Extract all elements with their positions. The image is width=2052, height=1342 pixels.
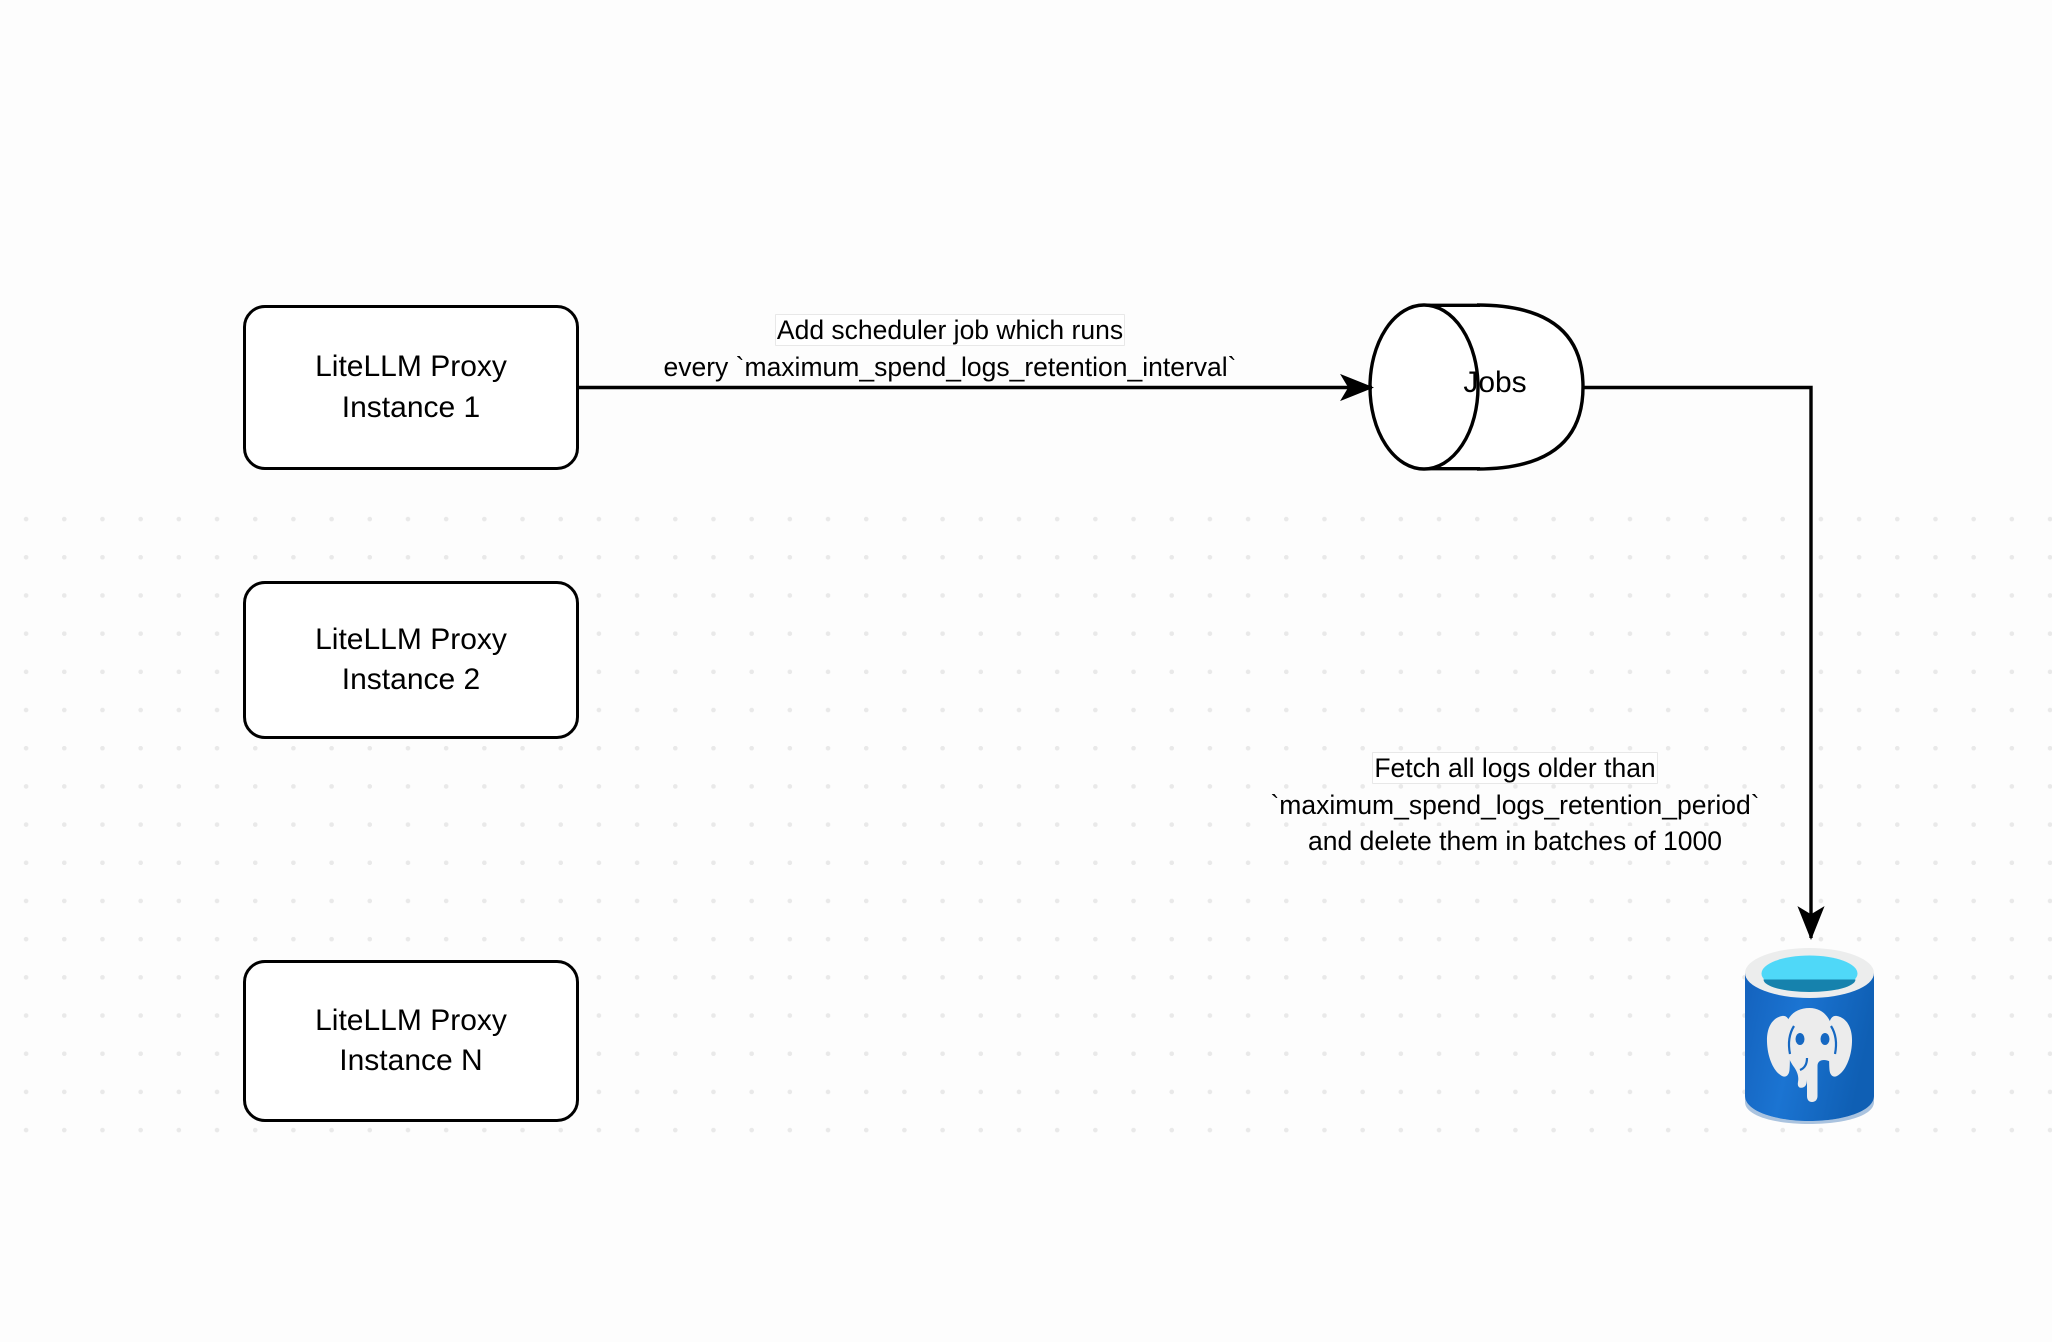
node-database-postgres[interactable]: [1742, 946, 1877, 1124]
edge-label-fetch-line3: and delete them in batches of 1000: [1306, 826, 1724, 857]
node-proxy-instance-n-line2: Instance N: [339, 1044, 483, 1077]
node-jobs-label: Jobs: [1463, 366, 1527, 399]
node-proxy-instance-1[interactable]: LiteLLM Proxy Instance 1: [243, 305, 579, 470]
node-proxy-instance-2[interactable]: LiteLLM Proxy Instance 2: [243, 581, 579, 739]
node-proxy-instance-2-line1: LiteLLM Proxy: [315, 622, 507, 656]
node-proxy-instance-2-line2: Instance 2: [341, 663, 481, 696]
edge-jobs-to-database: [1583, 385, 1825, 941]
edge-label-scheduler-line2: every `maximum_spend_logs_retention_inte…: [661, 351, 1239, 382]
postgres-elephant-outlines: [1787, 1025, 1838, 1072]
node-proxy-instance-n[interactable]: LiteLLM Proxy Instance N: [243, 960, 579, 1122]
edge-label-fetch-line1: Fetch all logs older than: [1373, 753, 1657, 783]
node-proxy-instance-n-line1: LiteLLM Proxy: [315, 1003, 507, 1037]
edge-label-scheduler-line1: Add scheduler job which runs: [775, 315, 1125, 345]
node-proxy-instance-1-line2: Instance 1: [341, 390, 481, 424]
edge-label-fetch-line2: `maximum_spend_logs_retention_period`: [1268, 789, 1762, 820]
edge-label-scheduler: Add scheduler job which runs every `maxi…: [620, 312, 1280, 385]
node-proxy-instance-1-line1: LiteLLM Proxy: [315, 350, 507, 384]
edge-label-fetch: Fetch all logs older than `maximum_spend…: [1255, 750, 1775, 860]
postgres-elephant-eyes: [1795, 1033, 1830, 1045]
